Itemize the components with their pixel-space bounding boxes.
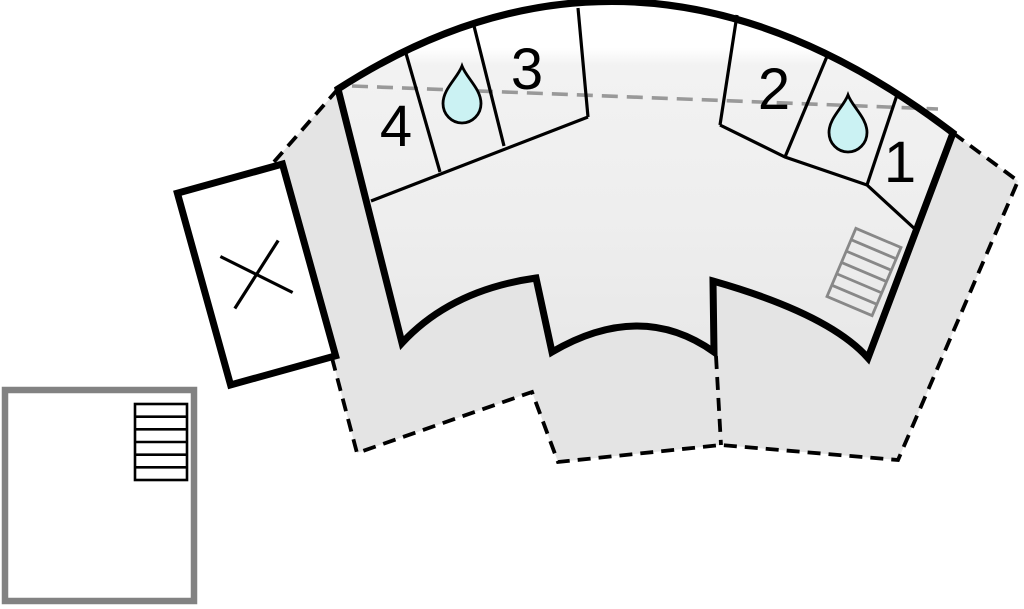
water-drop-icon-right bbox=[827, 91, 869, 154]
partition-room2-left bbox=[718, 14, 739, 126]
terrace-border-bottom bbox=[330, 131, 1021, 465]
terrace-border-topleft bbox=[271, 87, 340, 165]
building-outline bbox=[333, 0, 958, 365]
partition-room2-bath bbox=[783, 53, 830, 158]
room-3-label: 3 bbox=[511, 37, 543, 102]
room-4-label: 4 bbox=[380, 94, 412, 159]
partition-bath-room3 bbox=[472, 25, 506, 147]
partition-bath-room1 bbox=[865, 94, 899, 186]
carport bbox=[173, 159, 340, 390]
x-cross-icon bbox=[219, 239, 294, 310]
terrace-dashed-borders bbox=[271, 87, 1021, 465]
basement-inset bbox=[1, 386, 198, 605]
interior-walls bbox=[370, 7, 918, 232]
room-1-label: 1 bbox=[884, 130, 916, 195]
partition-room3-right bbox=[576, 7, 590, 118]
room-band-left-inner-wall bbox=[370, 115, 589, 203]
room-band-right-inner-wall bbox=[719, 123, 918, 232]
basement-stairs-icon bbox=[133, 402, 189, 482]
stairs-icon bbox=[825, 226, 903, 318]
room-2-label: 2 bbox=[758, 57, 790, 122]
basement-inset-box bbox=[1, 386, 198, 605]
terrace-divider bbox=[714, 355, 723, 446]
partition-room4-bath bbox=[403, 49, 442, 173]
water-drop-icon-left bbox=[441, 62, 483, 125]
roof-ridge-dashline bbox=[351, 84, 939, 111]
